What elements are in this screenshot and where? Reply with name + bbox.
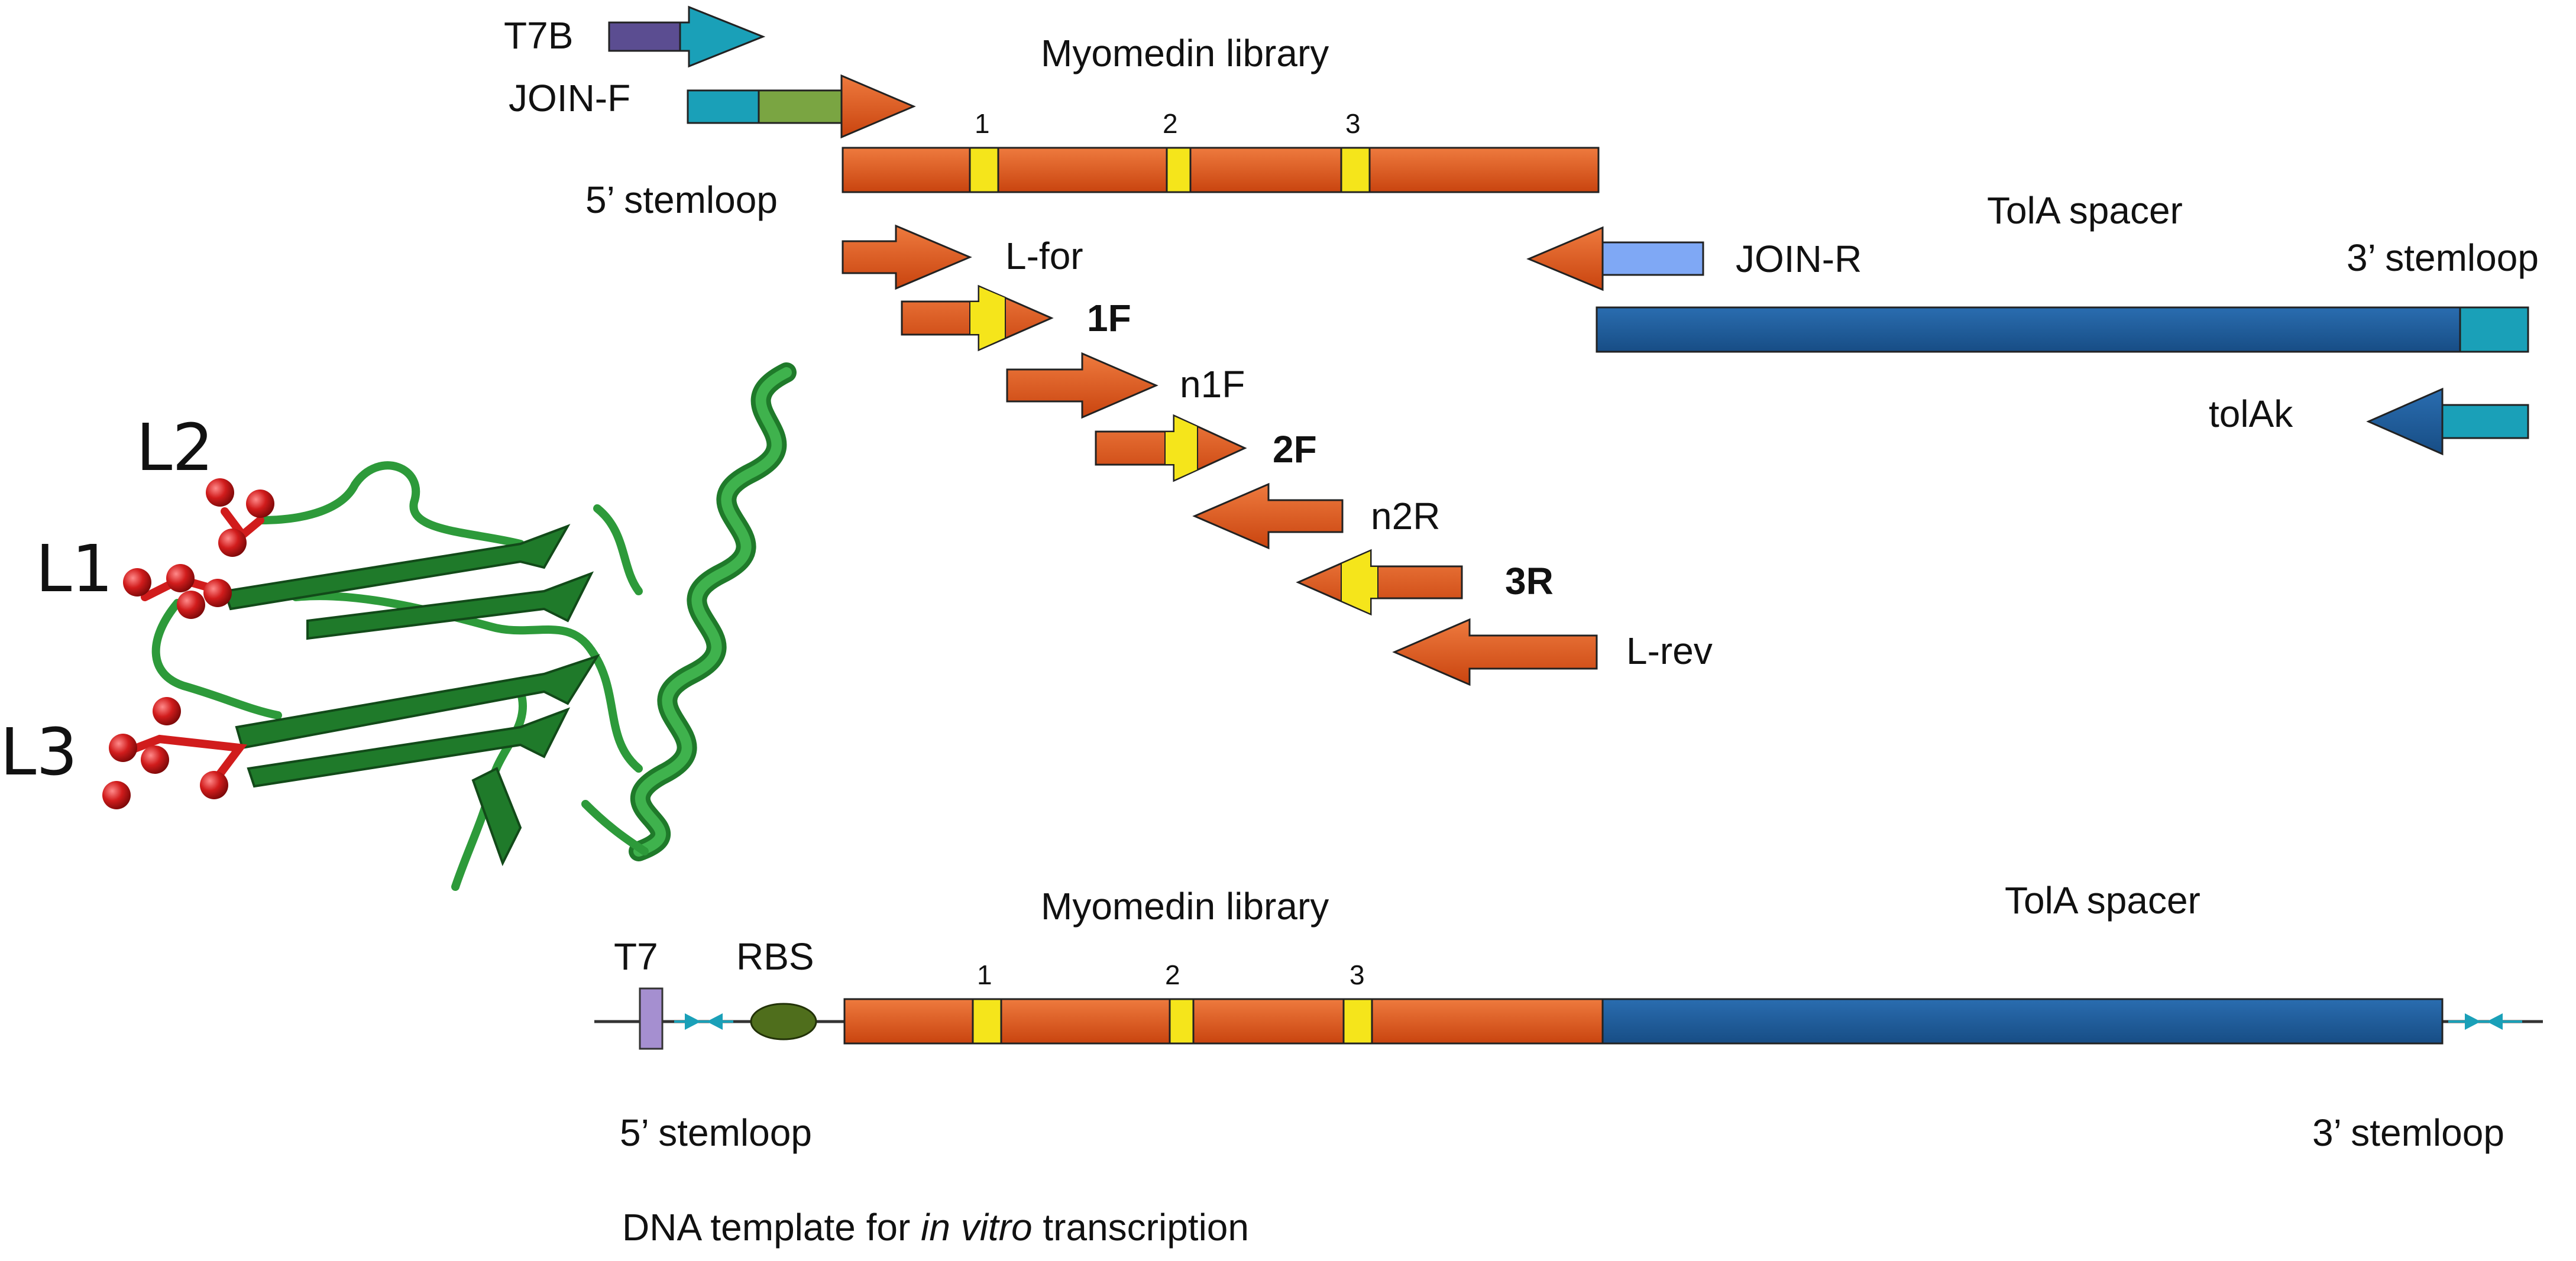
top-tola-title: TolA spacer [1987,189,2183,232]
1f-yellow-mark [969,285,1006,351]
bottom-tola-title: TolA spacer [2005,879,2200,922]
l1-atoms [123,564,232,619]
top-loop-number-3: 3 [1345,108,1361,139]
bottom-loop-2-marker [1169,998,1195,1045]
join-f-teal-segment [687,89,760,124]
top-loop-number-2: 2 [1163,108,1178,139]
l-rev-label: L-rev [1626,630,1713,672]
join-r-blue-segment [1601,241,1704,276]
n1f-label: n1F [1180,363,1245,406]
3r-label: 3R [1505,560,1554,602]
top-loop-number-1: 1 [975,108,990,139]
n2r-arrow [1192,482,1344,550]
bottom-library-bar [843,998,1604,1045]
n1f-primer: n1F [1006,352,1245,419]
top-loop-1-marker [969,147,999,193]
t7b-primer: T7B [504,5,766,68]
3r-yellow-mark [1341,549,1378,615]
l-rev-arrow [1392,618,1598,686]
3r-primer: 3R [1296,549,1554,616]
n2r-primer: n2R [1192,482,1440,550]
top-tola-spacer: TolA spacer 3’ stemloop [1596,189,2539,353]
top-stemloop-3-label: 3’ stemloop [2347,236,2539,279]
top-tola-bar [1596,306,2461,353]
l2-atoms [206,478,274,557]
n2r-label: n2R [1371,495,1440,537]
top-loop-3-marker [1340,147,1371,193]
rbs-ellipse [750,1003,817,1040]
1f-label: 1F [1087,297,1131,339]
l-for-primer: L-for [842,224,1083,290]
bottom-dna-template: Myomedin library TolA spacer T7 RBS 1 2 … [594,879,2543,1249]
loop-l2-label: L2 [136,410,213,485]
loop-l1-label: L1 [35,531,113,607]
l3-atoms [102,697,228,809]
join-r-primer: JOIN-R [1526,226,1862,291]
bottom-loop-number-3: 3 [1350,959,1365,990]
t7-promoter-box [639,987,664,1050]
top-stemloop-5-label: 5’ stemloop [585,179,778,221]
bottom-loop-3-marker [1342,998,1373,1045]
caption-prefix: DNA template for [622,1206,921,1249]
top-library-title: Myomedin library [1041,32,1329,74]
t7b-label: T7B [504,14,573,57]
top-myomedin-library: Myomedin library 1 2 3 5’ stemloop [585,32,1600,221]
top-stemloop-3-segment [2459,306,2529,353]
join-f-olive-segment [758,89,843,124]
bottom-loop-number-2: 2 [1165,959,1180,990]
2f-label: 2F [1273,428,1317,471]
template-caption: DNA template for in vitro transcription [622,1206,1249,1249]
bottom-loop-number-1: 1 [977,959,992,990]
coil-loops [151,461,649,891]
rbs-label: RBS [736,935,814,978]
l-rev-primer: L-rev [1392,618,1713,686]
l-for-label: L-for [1005,235,1083,277]
2f-primer: 2F [1095,414,1317,482]
2f-yellow-mark [1164,414,1198,482]
bottom-tola-bar [1601,998,2444,1045]
t7b-arrow-head [679,5,766,68]
3r-arrow [1296,549,1463,616]
bottom-library-title: Myomedin library [1041,885,1329,928]
join-r-label: JOIN-R [1736,238,1862,280]
join-f-arrow-head [840,74,916,139]
loop-l3-label: L3 [0,714,77,790]
tolak-label: tolAk [2209,393,2293,435]
join-f-label: JOIN-F [509,77,630,119]
bottom-stemloop-3-label: 3’ stemloop [2312,1111,2504,1154]
beta-sheet [223,524,600,867]
caption-italic: in vitro [921,1206,1033,1249]
top-library-bar [842,147,1600,193]
myomedin-protein-structure: L2 L1 L3 [0,362,797,891]
tolak-primer: tolAk [2209,387,2529,456]
bottom-loop-1-marker [972,998,1002,1045]
l-for-arrow [842,224,972,290]
n1f-arrow [1006,352,1158,419]
bottom-stemloop-5-label: 5’ stemloop [620,1111,812,1154]
t7-label: T7 [614,935,658,978]
join-f-primer: JOIN-F [509,74,916,139]
top-loop-2-marker [1166,147,1192,193]
1f-primer: 1F [901,284,1131,352]
caption-suffix: transcription [1033,1206,1249,1249]
tolak-teal-segment [2441,404,2529,439]
